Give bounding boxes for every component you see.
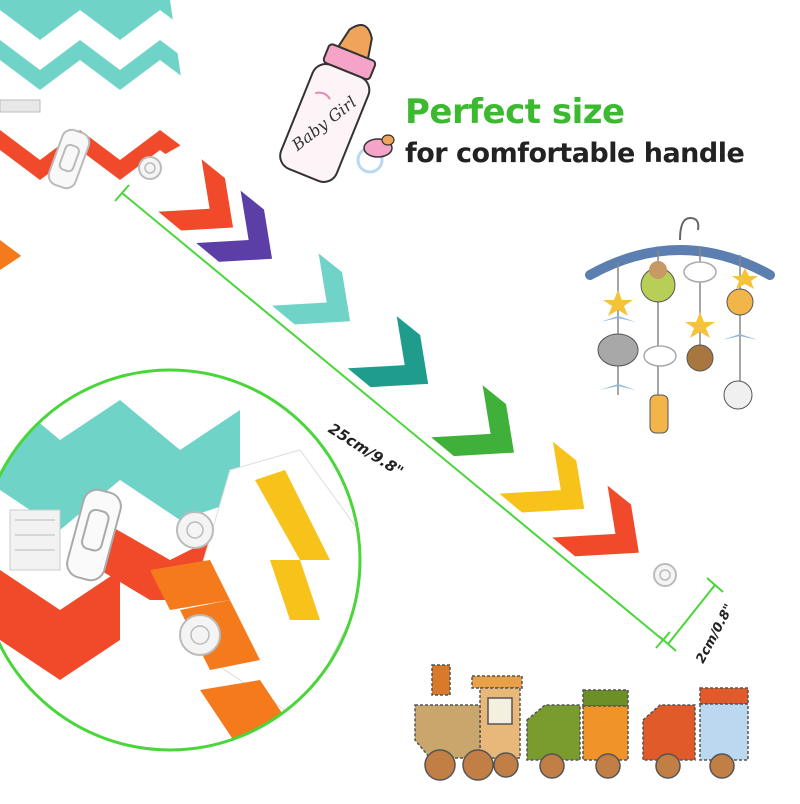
snap-button-icon — [138, 156, 677, 587]
crib-mobile-icon — [585, 216, 775, 434]
width-dimension-line — [659, 577, 724, 652]
zipper-pull-icon — [47, 128, 91, 190]
baby-bottle-icon: Baby Girl — [279, 24, 377, 183]
headline-title: Perfect size — [405, 92, 625, 132]
zoom-detail-circle — [0, 368, 362, 752]
toy-train-icon — [414, 664, 749, 781]
headline-subtitle: for comfortable handle — [405, 138, 745, 169]
bag-corner — [0, 0, 190, 270]
pacifier-icon — [356, 134, 395, 174]
